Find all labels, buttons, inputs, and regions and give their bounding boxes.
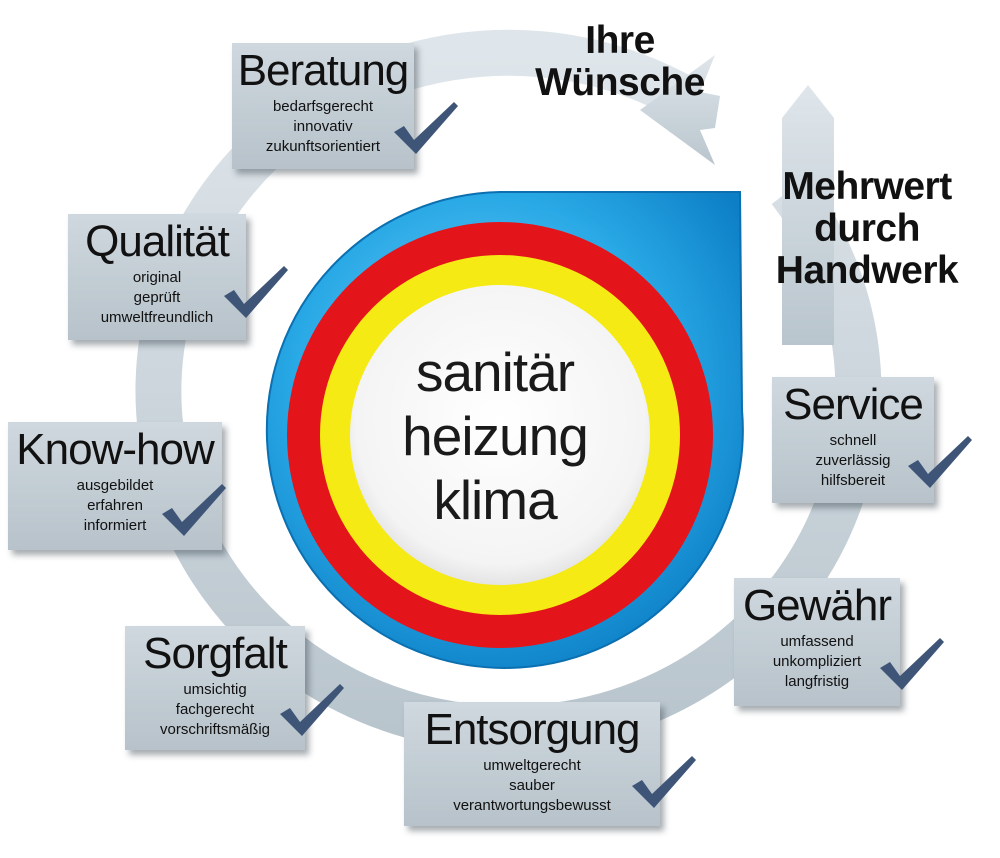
box-title: Entsorgung <box>424 705 640 754</box>
checkmark-icon <box>394 102 458 154</box>
box-title: Gewähr <box>742 581 892 630</box>
box-line: vorschriftsmäßig <box>159 721 271 738</box>
box-line: unkompliziert <box>772 653 862 670</box>
heading-value-line3: Handwerk <box>775 249 959 292</box>
box-know-how: Know-how ausgebildet erfahren informiert <box>8 422 222 550</box>
checkmark-icon <box>908 436 972 488</box>
box-sorgfalt: Sorgfalt umsichtig fachgerecht vorschrif… <box>125 626 305 750</box>
box-line: sauber <box>509 777 555 794</box>
box-line: erfahren <box>87 497 143 514</box>
box-service: Service schnell zuverlässig hilfsbereit <box>772 377 934 503</box>
box-line: schnell <box>829 432 877 449</box>
center-label: sanitär heizung klima <box>380 340 610 532</box>
box-beratung: Beratung bedarfsgerecht innovativ zukunf… <box>232 43 414 169</box>
box-line: umweltgerecht <box>483 757 581 774</box>
box-line: umweltfreundlich <box>100 309 214 326</box>
checkmark-icon <box>224 266 288 318</box>
box-line: zukunftsorientiert <box>265 138 381 155</box>
center-line3: klima <box>433 469 557 531</box>
checkmark-icon <box>632 756 696 808</box>
checkmark-icon <box>280 684 344 736</box>
box-line: bedarfsgerecht <box>272 98 374 115</box>
box-line: original <box>132 269 182 286</box>
checkmark-icon <box>880 638 944 690</box>
heading-value-line2: durch <box>814 207 920 250</box>
box-qualitaet: Qualität original geprüft umweltfreundli… <box>68 214 246 340</box>
heading-wishes-line1: Ihre <box>585 19 655 62</box>
box-title: Qualität <box>85 217 230 266</box>
center-line2: heizung <box>402 405 589 467</box>
heading-mehrwert: Mehrwert durch Handwerk <box>762 166 972 292</box>
box-title: Beratung <box>237 46 410 95</box>
box-line: fachgerecht <box>175 701 255 718</box>
box-title: Sorgfalt <box>143 629 288 678</box>
white-core <box>350 285 650 585</box>
heading-wishes-line2: Wünsche <box>535 61 705 104</box>
box-line: zuverlässig <box>815 452 891 469</box>
box-gewaehr: Gewähr umfassend unkompliziert langfrist… <box>734 578 900 706</box>
heading-value-line1: Mehrwert <box>782 165 952 208</box>
box-title: Service <box>783 380 924 429</box>
box-line: innovativ <box>293 118 353 135</box>
box-line: hilfsbereit <box>820 472 886 489</box>
box-line: informiert <box>83 517 147 534</box>
checkmark-icon <box>162 484 226 536</box>
arrow-head-left <box>640 55 720 165</box>
box-line: ausgebildet <box>76 477 154 494</box>
box-line: langfristig <box>784 673 850 690</box>
box-line: verantwortungsbewusst <box>453 797 611 814</box>
box-line: geprüft <box>133 289 181 306</box>
box-title: Know-how <box>16 425 214 474</box>
heading-ihre-wuensche: Ihre Wünsche <box>520 20 720 104</box>
arrow-head-up <box>782 85 834 345</box>
center-line1: sanitär <box>415 341 575 403</box>
box-line: umsichtig <box>183 681 247 698</box>
box-entsorgung: Entsorgung umweltgerecht sauber verantwo… <box>404 702 660 826</box>
box-line: umfassend <box>780 633 854 650</box>
